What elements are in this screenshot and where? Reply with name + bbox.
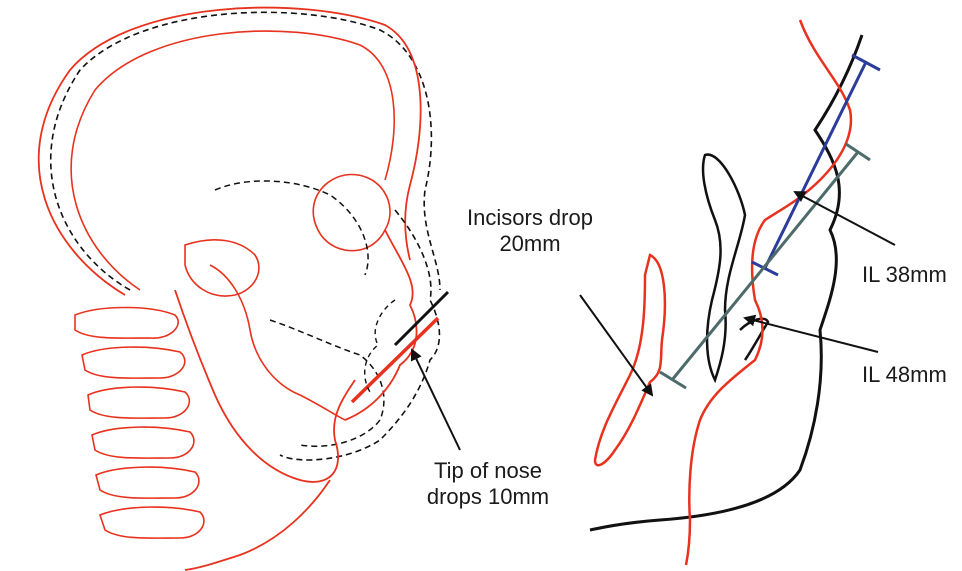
- vertebra-1: [75, 308, 178, 339]
- mandible-red: [175, 290, 355, 482]
- face-red: [345, 230, 417, 420]
- skull-outline-red: [39, 8, 421, 295]
- incisors-drop-line1: Incisors drop: [462, 205, 598, 231]
- lip-black-dashed: [365, 300, 395, 392]
- skull-tracing-group: [39, 8, 460, 570]
- incisor-detail-group: [580, 20, 895, 565]
- ramus-red: [210, 265, 345, 420]
- orbit-red: [313, 175, 390, 251]
- detail-red-outline: [686, 20, 851, 565]
- incisor-line-black: [395, 292, 448, 345]
- sphenoid-black-dashed: [215, 181, 368, 275]
- vertebra-6: [100, 507, 204, 538]
- detail-black-incisor: [703, 155, 745, 380]
- il38-label: IL 38mm: [862, 262, 947, 288]
- vertebra-5: [96, 467, 199, 498]
- il48-cap-bottom: [660, 372, 686, 388]
- cranial-base-red: [185, 240, 259, 296]
- vertebrae-group: [75, 308, 204, 539]
- il48-arrow: [745, 318, 878, 352]
- detail-black-tooth2: [740, 319, 768, 360]
- il38-cap-top: [852, 55, 880, 70]
- nose-arrow: [412, 350, 460, 450]
- il38-line: [765, 62, 866, 268]
- incisors-drop-line2: 20mm: [462, 231, 598, 257]
- vertebra-3: [88, 387, 189, 418]
- il48-cap-top: [846, 144, 870, 160]
- incisors-arrow: [580, 295, 652, 395]
- vertebra-4: [92, 427, 194, 458]
- detail-black-outline: [590, 35, 862, 530]
- incisors-drop-label: Incisors drop 20mm: [462, 205, 598, 257]
- detail-red-incisor: [595, 255, 665, 465]
- skull-inner-red: [71, 31, 394, 290]
- il48-label: IL 48mm: [862, 362, 947, 388]
- nose-drop-line1: Tip of nose: [418, 458, 558, 484]
- vertebra-2: [82, 347, 185, 378]
- il38-arrow: [795, 192, 895, 245]
- nose-drop-line2: drops 10mm: [418, 484, 558, 510]
- neck-red: [185, 480, 330, 570]
- nose-drop-label: Tip of nose drops 10mm: [418, 458, 558, 510]
- il48-line: [672, 152, 858, 380]
